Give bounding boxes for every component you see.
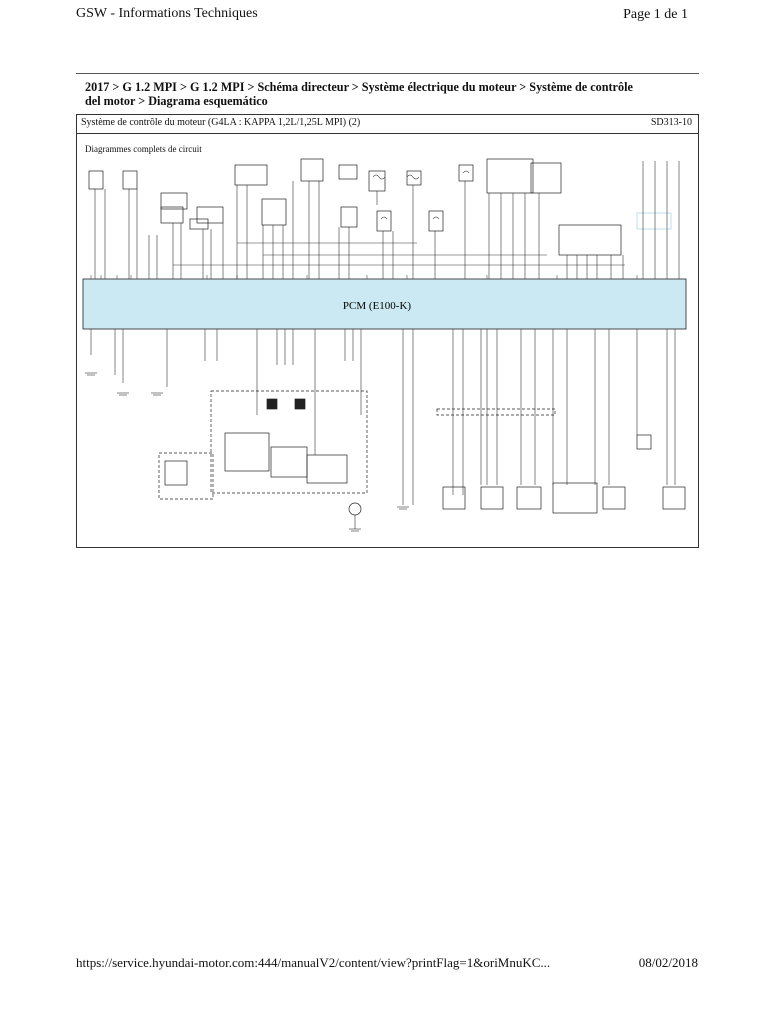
relay-boxes xyxy=(164,398,348,486)
upper-bus-lines xyxy=(173,242,625,266)
top-components xyxy=(88,158,672,256)
lower-wires xyxy=(90,329,676,505)
breadcrumb-line-2: del motor > Diagrama esquemático xyxy=(85,94,268,108)
dashed-enclosures xyxy=(158,390,556,500)
pcm-module-label: PCM (E100-K) xyxy=(343,300,411,312)
header-divider xyxy=(76,73,699,74)
breadcrumb-line-1: 2017 > G 1.2 MPI > G 1.2 MPI > Schéma di… xyxy=(85,80,633,94)
diagram-subtitle: Diagrammes complets de circuit xyxy=(85,144,202,154)
lambda-sensor-symbol xyxy=(348,502,362,516)
page-number: Page 1 de 1 xyxy=(623,7,688,22)
footer-url: https://service.hyundai-motor.com:444/ma… xyxy=(76,955,551,970)
pcm-module-box xyxy=(82,278,687,330)
ground-symbols xyxy=(85,372,409,532)
schematic-code: SD313-10 xyxy=(650,117,692,128)
bottom-sensors xyxy=(442,434,686,514)
page-header-title: GSW - Informations Techniques xyxy=(76,6,258,21)
schematic-frame: Système de contrôle du moteur (G4LA : KA… xyxy=(76,114,699,548)
injector-coils xyxy=(372,170,470,220)
schematic-title: Système de contrôle du moteur (G4LA : KA… xyxy=(81,117,361,128)
breadcrumb: 2017 > G 1.2 MPI > G 1.2 MPI > Schéma di… xyxy=(85,80,685,108)
wiring-diagram: PCM (E100-K) xyxy=(82,158,687,532)
footer-date: 08/02/2018 xyxy=(638,955,698,970)
upper-wires xyxy=(94,161,680,279)
pcm-pin-ticks xyxy=(90,275,638,279)
schematic-title-divider xyxy=(77,133,698,134)
